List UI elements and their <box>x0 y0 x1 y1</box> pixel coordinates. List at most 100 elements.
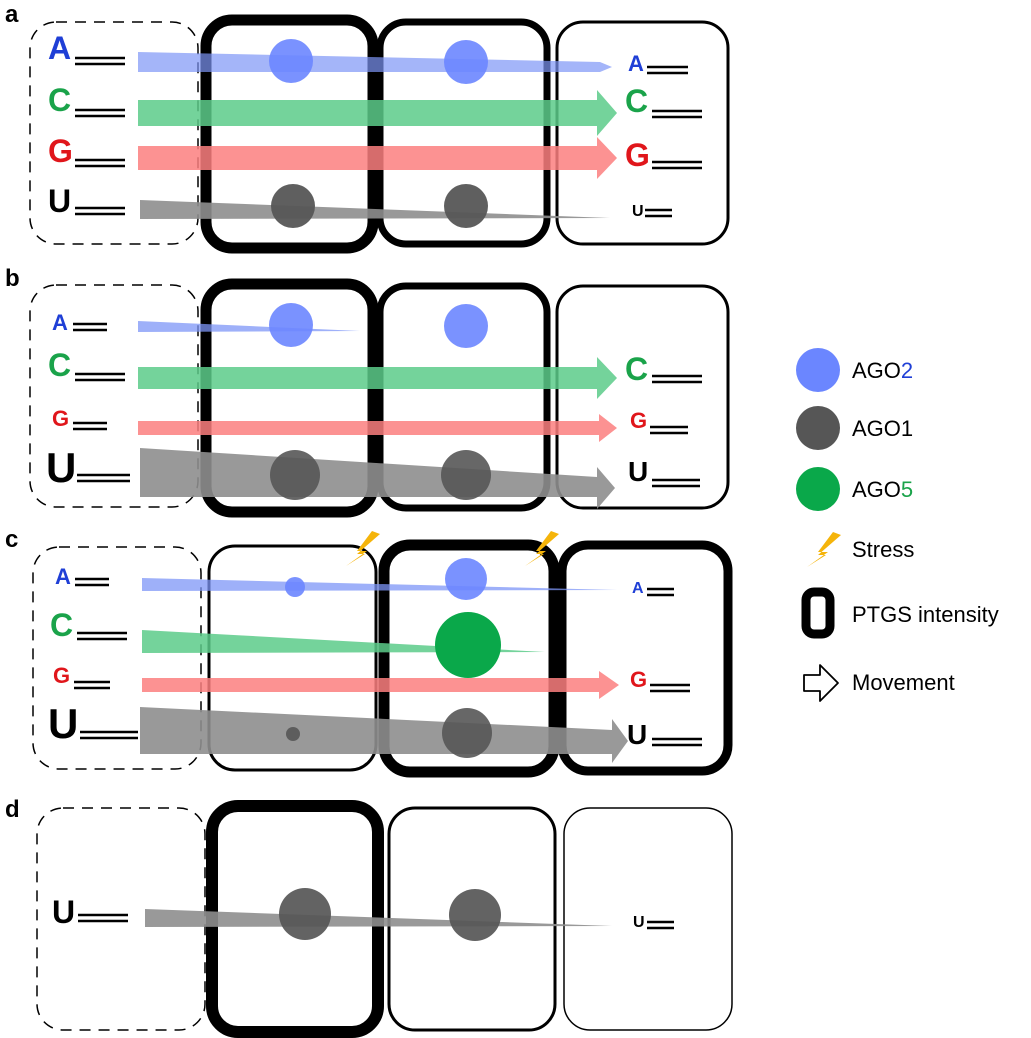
sirna-g-target: G <box>625 137 702 173</box>
sirna-movement-arrow-a <box>142 578 617 591</box>
sirna-movement-arrow-c <box>138 357 617 399</box>
sirna-c-source: C <box>48 347 125 383</box>
ago1-circle <box>279 888 331 940</box>
sirna-a-source: A <box>52 310 107 335</box>
nucleotide-a: A <box>52 310 68 335</box>
nucleotide-u: U <box>628 456 648 487</box>
sirna-u-source: U <box>46 444 130 491</box>
legend-label-ago1: AGO1 <box>852 416 913 441</box>
sirna-u-source: U <box>48 183 125 219</box>
lightning-bolt-icon <box>525 531 559 566</box>
nucleotide-u: U <box>632 203 644 220</box>
cell-1 <box>207 544 378 772</box>
ago1-circle <box>444 184 488 228</box>
sirna-movement-arrow-a <box>138 321 360 332</box>
sirna-u-target: U <box>627 719 702 750</box>
source-cell <box>29 284 199 508</box>
sirna-movement-arrow-g <box>138 137 617 179</box>
sirna-movement-arrow-u <box>140 448 615 509</box>
green-circle-icon <box>796 467 840 511</box>
sirna-c-target: C <box>625 83 702 119</box>
cell-3 <box>563 807 733 1031</box>
ago2-circle <box>445 558 487 600</box>
nucleotide-u: U <box>46 444 76 491</box>
legend-item-ago2: AGO2 <box>796 348 913 392</box>
legend-item-ptgs: PTGS intensity <box>801 587 999 639</box>
outline-arrow-icon <box>803 664 839 702</box>
sirna-a-source: A <box>48 30 125 66</box>
source-cell <box>32 546 202 770</box>
sirna-movement-arrow-u <box>140 707 628 763</box>
sirna-g-source: G <box>53 663 110 690</box>
ago2-circle <box>444 40 488 84</box>
cell-2 <box>378 539 560 778</box>
sirna-movement-arrow-u <box>140 200 610 219</box>
cell-1 <box>200 14 379 254</box>
cell-3 <box>555 20 730 246</box>
panel-label-d: d <box>5 796 20 823</box>
sirna-u-target: U <box>632 203 672 220</box>
cell-3 <box>555 284 730 510</box>
panel-a: a A C G U <box>5 1 730 254</box>
sirna-g-source: G <box>52 406 107 431</box>
ago5-circle <box>435 612 501 678</box>
legend-item-ago5: AGO5 <box>796 467 913 511</box>
legend-item-movement: Movement <box>803 664 955 702</box>
ago1-circle <box>441 450 491 500</box>
ago1-circle <box>286 727 300 741</box>
legend-item-stress: Stress <box>807 532 914 567</box>
nucleotide-u: U <box>48 183 71 219</box>
nucleotide-u: U <box>48 700 78 747</box>
legend-label-ptgs: PTGS intensity <box>852 602 999 627</box>
panel-label-a: a <box>5 1 19 28</box>
ago2-circle <box>269 303 313 347</box>
sirna-g-target: G <box>630 667 690 693</box>
cell-1 <box>200 278 379 518</box>
ago1-circle <box>449 889 501 941</box>
nucleotide-c: C <box>48 82 71 118</box>
ago1-circle <box>442 708 492 758</box>
nucleotide-u: U <box>52 894 75 930</box>
nucleotide-u: U <box>633 914 645 931</box>
nucleotide-g: G <box>630 667 647 692</box>
lightning-bolt-icon <box>346 531 380 566</box>
ago1-circle <box>271 184 315 228</box>
sirna-movement-arrow-c <box>138 90 617 136</box>
ago2-circle <box>444 304 488 348</box>
nucleotide-a: A <box>48 30 71 66</box>
panel-label-c: c <box>5 526 18 553</box>
sirna-g-source: G <box>48 133 125 169</box>
blue-circle-icon <box>796 348 840 392</box>
sirna-a-target: A <box>628 51 688 76</box>
legend-label-ago2: AGO2 <box>852 358 913 383</box>
ago2-circle <box>285 577 305 597</box>
nucleotide-a: A <box>632 580 644 597</box>
sirna-u-source: U <box>48 700 138 747</box>
nucleotide-g: G <box>625 137 650 173</box>
panel-c: c A C G U <box>5 526 733 778</box>
nucleotide-g: G <box>52 406 69 431</box>
legend-item-ago1: AGO1 <box>796 406 913 450</box>
nucleotide-c: C <box>50 607 73 643</box>
cell-2 <box>376 18 551 248</box>
nucleotide-c: C <box>625 351 648 387</box>
source-cell <box>29 21 199 245</box>
nucleotide-c: C <box>625 83 648 119</box>
sirna-u-target: U <box>628 456 700 488</box>
source-cell <box>36 807 206 1031</box>
ago1-circle <box>270 450 320 500</box>
sirna-movement-arrow-g <box>138 414 617 442</box>
sirna-u-target: U <box>633 914 674 931</box>
legend-label-stress: Stress <box>852 537 914 562</box>
panel-label-b: b <box>5 265 20 292</box>
nucleotide-g: G <box>630 408 647 433</box>
sirna-u-source: U <box>52 894 128 930</box>
nucleotide-c: C <box>48 347 71 383</box>
cell-3 <box>557 540 733 776</box>
legend-label-ago5: AGO5 <box>852 477 913 502</box>
lightning-bolt-icon <box>807 532 841 567</box>
nucleotide-a: A <box>628 51 644 76</box>
sirna-a-target: A <box>632 580 674 597</box>
panel-b: b A C G U <box>5 265 730 518</box>
